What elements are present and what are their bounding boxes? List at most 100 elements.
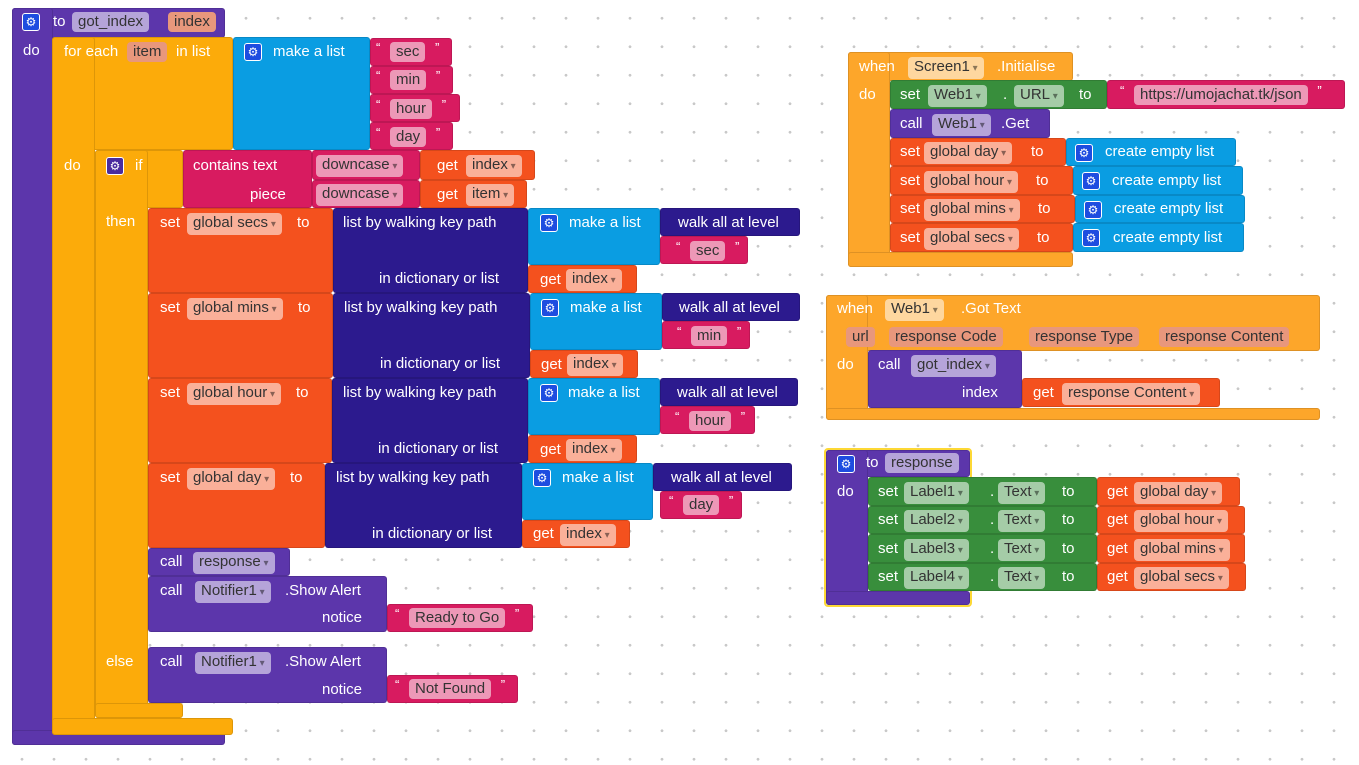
var-dropdown[interactable]: response Content	[1062, 383, 1201, 405]
var-dropdown[interactable]: global mins	[924, 199, 1020, 221]
walk-key-path-block[interactable]	[325, 463, 522, 548]
walk-all-block[interactable]	[653, 463, 792, 491]
component-dropdown[interactable]: Web1	[885, 299, 944, 321]
event-body[interactable]	[848, 52, 890, 267]
gear-icon[interactable]: ⚙	[837, 455, 855, 473]
create-empty-list-block[interactable]	[1066, 138, 1236, 166]
var-dropdown[interactable]: index	[466, 155, 522, 177]
gear-icon[interactable]: ⚙	[244, 43, 262, 61]
label-to: to	[1031, 143, 1044, 160]
set-web-url-block[interactable]	[890, 80, 1107, 109]
component-dropdown[interactable]: Web1	[928, 85, 987, 107]
gear-icon[interactable]: ⚙	[1082, 172, 1100, 190]
proc-body[interactable]	[12, 8, 53, 745]
text-value[interactable]: min	[677, 322, 741, 346]
component-dropdown[interactable]: Notifier1	[195, 581, 271, 603]
param-url[interactable]: url	[846, 327, 875, 347]
component-dropdown[interactable]: Label4	[904, 567, 969, 589]
gear-icon[interactable]: ⚙	[540, 214, 558, 232]
var-dropdown[interactable]: index	[560, 524, 616, 546]
text-value[interactable]: sec	[676, 237, 740, 261]
var-dropdown[interactable]: global secs	[1134, 567, 1229, 589]
proc-body[interactable]	[826, 450, 868, 605]
label-to: to	[290, 469, 303, 486]
gear-icon[interactable]: ⚙	[106, 157, 124, 175]
loop-var-item[interactable]: item	[127, 42, 168, 62]
param-response-code[interactable]: response Code	[889, 327, 1003, 347]
url-text[interactable]: https://umojachat.tk/json	[1120, 81, 1321, 105]
var-dropdown[interactable]: item	[466, 184, 515, 206]
text-value[interactable]: day	[376, 123, 440, 147]
contains-block[interactable]	[183, 150, 312, 208]
label-get: get	[540, 441, 561, 458]
walk-all-block[interactable]	[662, 293, 800, 321]
component-dropdown[interactable]: Screen1	[908, 57, 984, 79]
param-response-type[interactable]: response Type	[1029, 327, 1140, 347]
if-body[interactable]	[95, 150, 148, 718]
param-response-content[interactable]: response Content	[1159, 327, 1290, 347]
gear-icon[interactable]: ⚙	[1082, 229, 1100, 247]
gear-icon[interactable]: ⚙	[1084, 201, 1102, 219]
var-dropdown[interactable]: global hour	[187, 383, 282, 405]
proc-name-field[interactable]: response	[885, 453, 959, 473]
property-dropdown[interactable]: Text	[998, 510, 1046, 532]
var-dropdown[interactable]: global hour	[924, 171, 1019, 193]
label-show-alert: .Show Alert	[285, 582, 361, 599]
walk-key-path-block[interactable]	[332, 378, 528, 463]
var-dropdown[interactable]: global day	[924, 142, 1013, 164]
walk-key-path-block[interactable]	[333, 293, 530, 378]
label-then: then	[106, 213, 136, 230]
text-value[interactable]: hour	[675, 407, 745, 431]
var-dropdown[interactable]: global hour	[1134, 510, 1229, 532]
property-dropdown[interactable]: Text	[998, 482, 1046, 504]
event-body[interactable]	[826, 295, 868, 420]
component-dropdown[interactable]: Label3	[904, 539, 969, 561]
text-value[interactable]: hour	[376, 95, 446, 119]
walk-all-block[interactable]	[660, 378, 798, 406]
var-dropdown[interactable]: index	[566, 439, 622, 461]
text-value[interactable]: min	[376, 66, 440, 90]
downcase-dropdown[interactable]: downcase	[316, 184, 404, 206]
create-empty-list-block[interactable]	[1073, 223, 1244, 252]
label-create-empty-list: create empty list	[1112, 172, 1222, 189]
var-dropdown[interactable]: global mins	[1134, 539, 1230, 561]
text-value[interactable]: sec	[376, 38, 440, 62]
var-dropdown[interactable]: global mins	[187, 298, 283, 320]
param-index[interactable]: index	[168, 12, 216, 32]
text-value[interactable]: day	[669, 491, 733, 515]
component-dropdown[interactable]: Label2	[904, 510, 969, 532]
var-dropdown[interactable]: global day	[187, 468, 276, 490]
component-dropdown[interactable]: Notifier1	[195, 652, 271, 674]
property-dropdown[interactable]: URL	[1014, 85, 1064, 107]
component-dropdown[interactable]: Web1	[932, 114, 991, 136]
for-each-body[interactable]	[52, 37, 95, 735]
walk-key-path-block[interactable]	[333, 208, 528, 293]
property-dropdown[interactable]: Text	[998, 567, 1046, 589]
var-dropdown[interactable]: global secs	[924, 228, 1019, 250]
property-dropdown[interactable]: Text	[998, 539, 1046, 561]
gear-icon[interactable]: ⚙	[541, 299, 559, 317]
gear-icon[interactable]: ⚙	[540, 384, 558, 402]
label-to: to	[866, 454, 879, 471]
var-dropdown[interactable]: global secs	[187, 213, 282, 235]
walk-all-block[interactable]	[660, 208, 800, 236]
var-dropdown[interactable]: global day	[1134, 482, 1223, 504]
text-value[interactable]: Ready to Go	[395, 604, 519, 628]
proc-dropdown[interactable]: response	[193, 552, 275, 574]
label-create-empty-list: create empty list	[1114, 200, 1224, 217]
component-dropdown[interactable]: Label1	[904, 482, 969, 504]
proc-name-field[interactable]: got_index	[72, 12, 150, 32]
proc-dropdown[interactable]: got_index	[911, 355, 996, 377]
label-in-dict: in dictionary or list	[379, 270, 500, 287]
var-dropdown[interactable]: index	[566, 269, 622, 291]
gear-icon[interactable]: ⚙	[533, 469, 551, 487]
gear-icon[interactable]: ⚙	[22, 13, 40, 31]
create-empty-list-block[interactable]	[1075, 195, 1245, 223]
text-value[interactable]: Not Found	[395, 675, 505, 699]
var-dropdown[interactable]: index	[567, 354, 623, 376]
downcase-dropdown[interactable]: downcase	[316, 155, 404, 177]
label-dot: .	[990, 540, 995, 557]
label-in-dict: in dictionary or list	[380, 355, 501, 372]
gear-icon[interactable]: ⚙	[1075, 144, 1093, 162]
create-empty-list-block[interactable]	[1073, 166, 1243, 195]
